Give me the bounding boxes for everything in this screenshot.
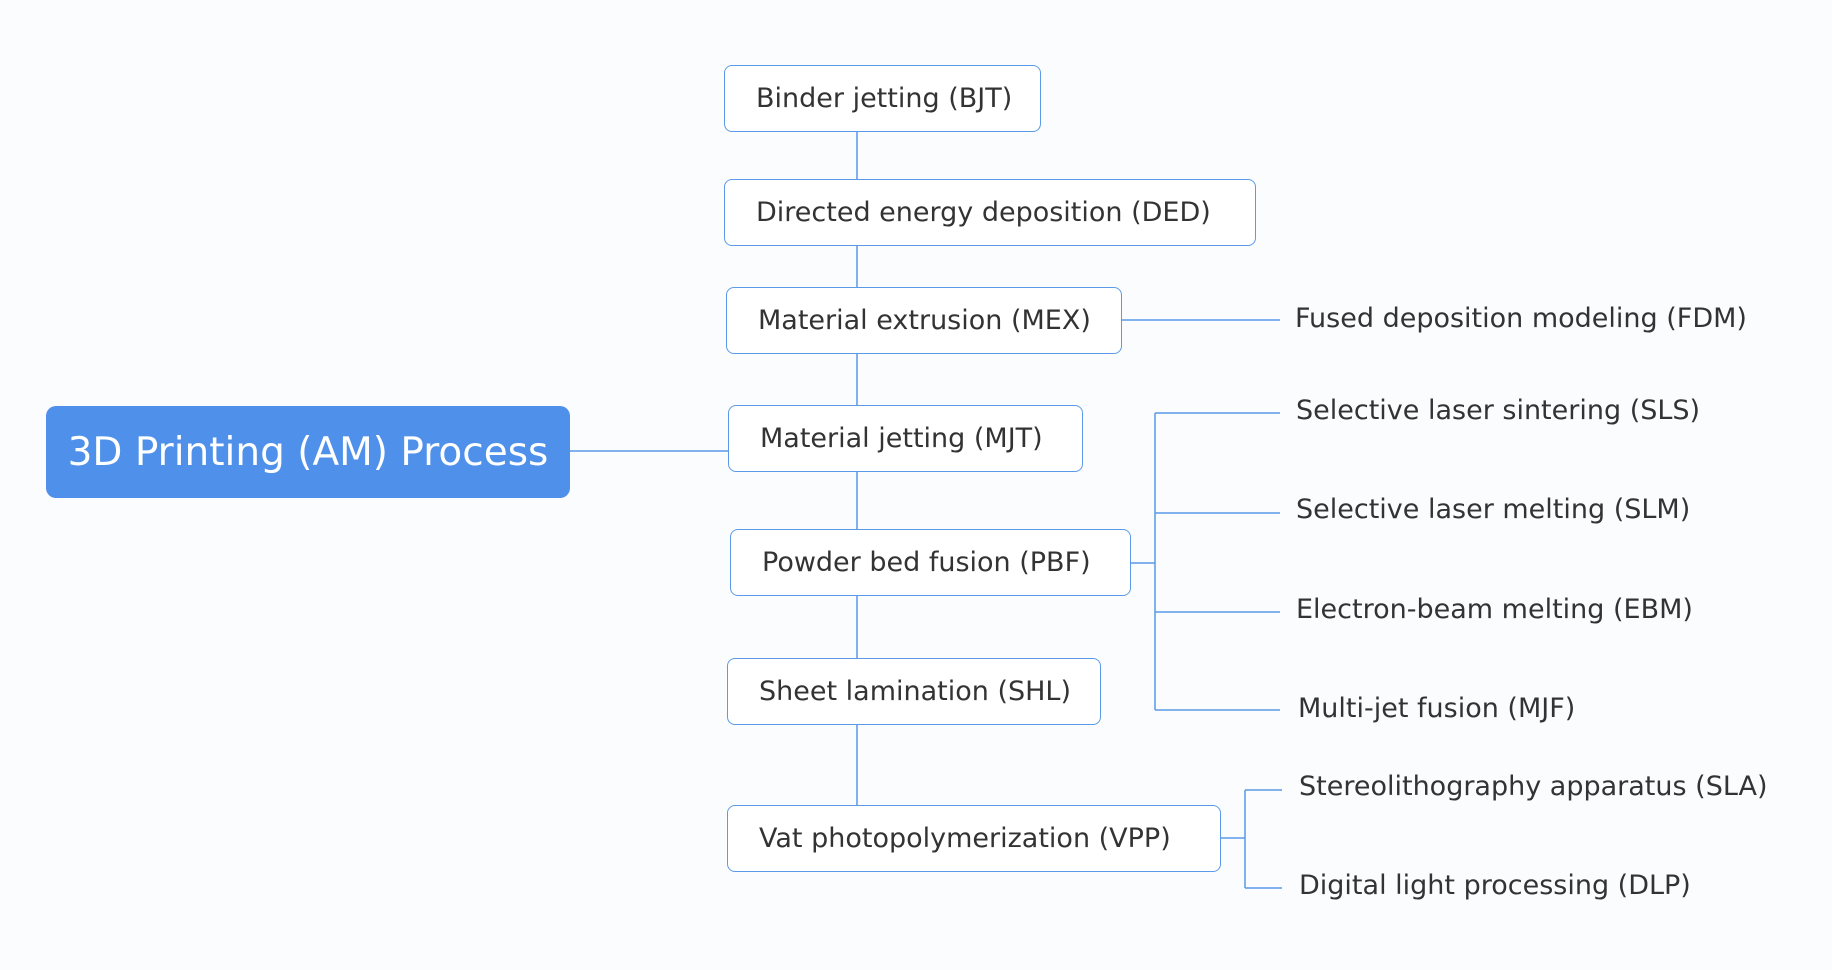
- subtype-node-slm[interactable]: Selective laser melting (SLM): [1296, 494, 1691, 525]
- process-node-pbf[interactable]: Powder bed fusion (PBF): [730, 529, 1131, 596]
- connector-vpp-bracket: [1221, 789, 1282, 889]
- process-node-shl[interactable]: Sheet lamination (SHL): [727, 658, 1101, 725]
- process-node-mjt[interactable]: Material jetting (MJT): [728, 405, 1083, 472]
- process-node-label: Powder bed fusion (PBF): [762, 547, 1091, 578]
- process-node-label: Material extrusion (MEX): [758, 305, 1091, 336]
- process-node-label: Vat photopolymerization (VPP): [759, 823, 1171, 854]
- subtype-node-mjf[interactable]: Multi-jet fusion (MJF): [1298, 693, 1576, 724]
- process-node-label: Binder jetting (BJT): [756, 83, 1013, 114]
- subtype-node-sls[interactable]: Selective laser sintering (SLS): [1296, 395, 1701, 426]
- process-node-label: Material jetting (MJT): [760, 423, 1043, 454]
- root-node[interactable]: 3D Printing (AM) Process: [46, 406, 570, 498]
- process-node-bjt[interactable]: Binder jetting (BJT): [724, 65, 1041, 132]
- process-node-label: Directed energy deposition (DED): [756, 197, 1211, 228]
- subtype-node-sla[interactable]: Stereolithography apparatus (SLA): [1299, 771, 1768, 802]
- process-node-vpp[interactable]: Vat photopolymerization (VPP): [727, 805, 1221, 872]
- process-node-ded[interactable]: Directed energy deposition (DED): [724, 179, 1256, 246]
- subtype-node-fdm[interactable]: Fused deposition modeling (FDM): [1295, 303, 1747, 334]
- subtype-node-dlp[interactable]: Digital light processing (DLP): [1299, 870, 1691, 901]
- connector-pbf-bracket: [1131, 412, 1280, 711]
- subtype-node-ebm[interactable]: Electron-beam melting (EBM): [1296, 594, 1693, 625]
- root-node-label: 3D Printing (AM) Process: [67, 429, 549, 475]
- process-node-mex[interactable]: Material extrusion (MEX): [726, 287, 1122, 354]
- process-node-label: Sheet lamination (SHL): [759, 676, 1072, 707]
